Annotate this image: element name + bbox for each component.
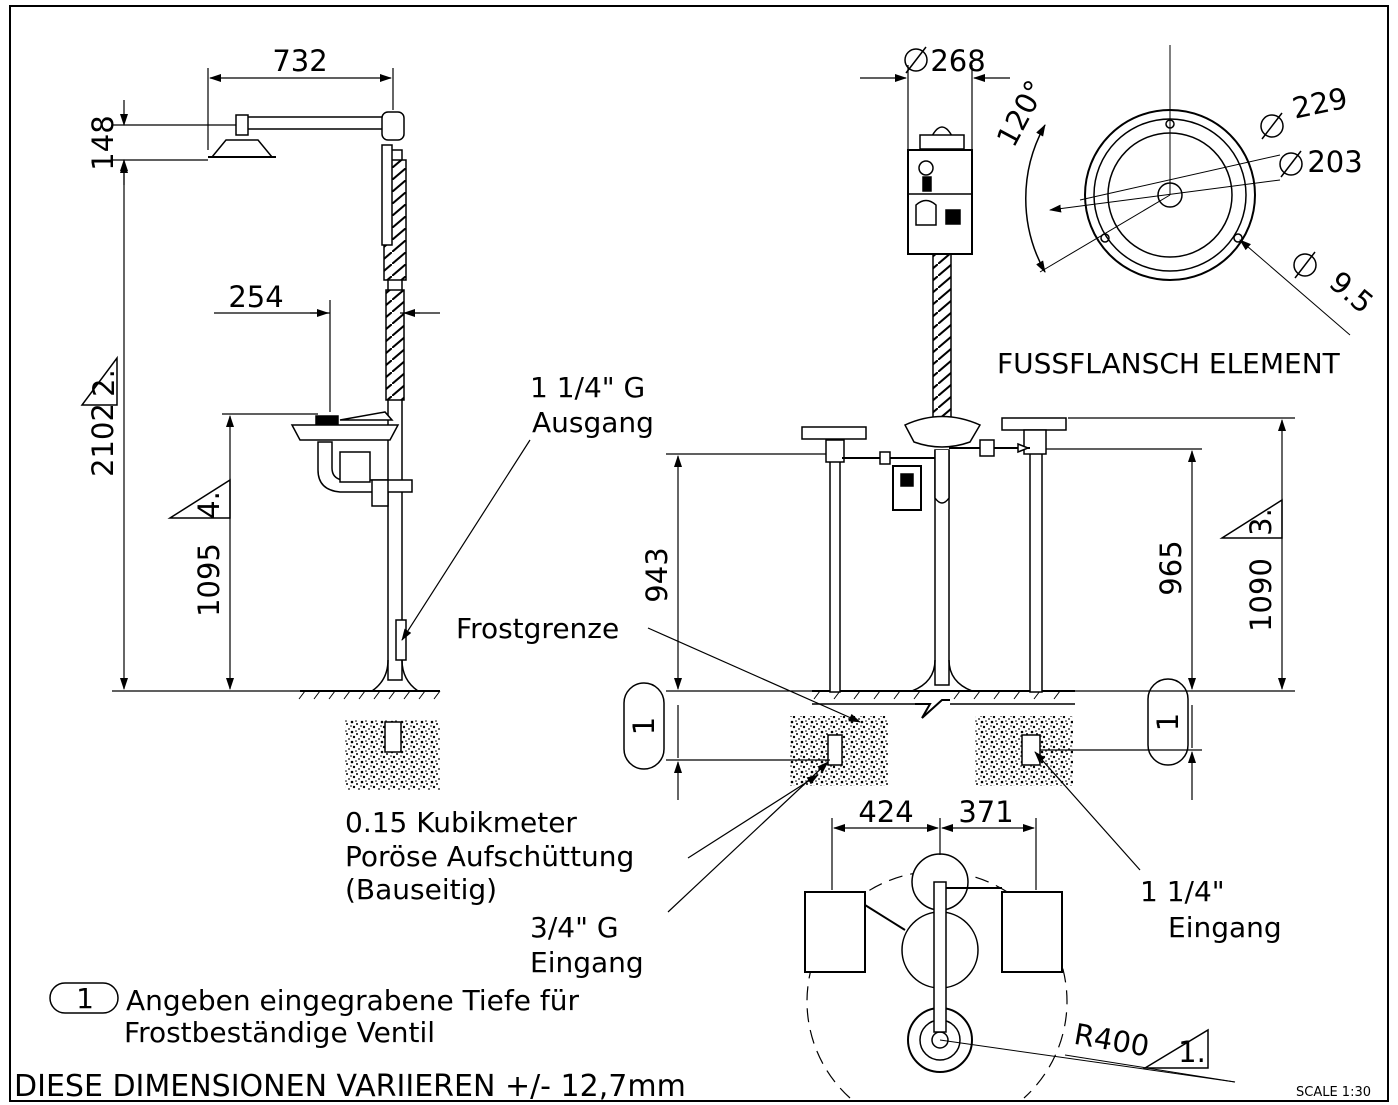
triangle-marker-4	[167, 478, 231, 519]
dim-1095: 1095	[192, 543, 226, 617]
inlet-114-label: Eingang	[1168, 911, 1282, 944]
plan-view	[804, 853, 1236, 1099]
diameter-icon	[1293, 253, 1317, 277]
depth-left-text: 1	[627, 717, 661, 735]
spec-markers	[49, 355, 1283, 1069]
note-oval	[49, 982, 119, 1014]
note-line-1: Angeben eingegrabene Tiefe für	[126, 984, 579, 1017]
marker-texts: 2. 4. 3. 1. 1 1 1	[76, 369, 1278, 1069]
triangle-marker-1	[1142, 1028, 1209, 1069]
depth-oval-left	[623, 682, 665, 770]
note-line-2: Frostbeständige Ventil	[124, 1016, 435, 1049]
scale-label: SCALE 1:30	[1296, 1085, 1371, 1100]
diameter-icon-slash	[905, 46, 927, 74]
dim-732: 732	[272, 44, 327, 78]
marker-3-text: 3.	[1244, 508, 1278, 536]
footer-note: DIESE DIMENSIONEN VARIIEREN +/- 12,7mm	[14, 1069, 686, 1104]
outlet-size-label: 1 1/4" G	[530, 371, 645, 404]
gravel-label-2: Poröse Aufschüttung	[345, 840, 634, 873]
triangle-marker-2	[80, 355, 118, 406]
dim-203: 203	[1307, 145, 1362, 179]
diameter-icon	[1260, 114, 1284, 138]
dim-371: 371	[958, 795, 1013, 829]
triangle-marker-3	[1219, 498, 1283, 539]
diameter-icon-slash	[1280, 150, 1302, 178]
outlet-label: Ausgang	[532, 406, 654, 439]
frost-line-label: Frostgrenze	[456, 612, 619, 645]
gravel-label-1: 0.15 Kubikmeter	[345, 806, 577, 839]
dim-965: 965	[1154, 540, 1188, 595]
drawing-frame	[9, 5, 1389, 1102]
inlet-34-label: Eingang	[530, 946, 644, 979]
dim-424: 424	[858, 795, 913, 829]
side-view	[208, 111, 441, 790]
flange-element	[1025, 45, 1351, 336]
diameter-icon-slash	[1294, 251, 1316, 279]
front-view	[790, 126, 1075, 786]
diameter-icon	[904, 48, 928, 72]
dim-148: 148	[86, 115, 120, 170]
dim-1090: 1090	[1244, 558, 1278, 632]
marker-4-text: 4.	[192, 491, 226, 519]
dim-943: 943	[640, 547, 674, 602]
depth-oval-right	[1147, 678, 1189, 766]
gravel-label-3: (Bauseitig)	[345, 873, 497, 906]
diameter-symbols	[904, 46, 1317, 279]
dim-229: 229	[1289, 81, 1350, 126]
dim-2102: 2102	[86, 403, 120, 477]
angle-120: 120°	[990, 74, 1053, 152]
radius-r400: R400	[1072, 1017, 1152, 1064]
label-texts: 1 1/4" G Ausgang FUSSFLANSCH ELEMENT Fro…	[14, 347, 1371, 1104]
dim-9-5: 9.5	[1323, 264, 1380, 320]
inlet-34-size-label: 3/4" G	[530, 911, 619, 944]
diameter-icon	[1279, 152, 1303, 176]
inlet-114-size-label: 1 1/4"	[1140, 875, 1225, 908]
dim-268: 268	[930, 44, 985, 78]
flange-label: FUSSFLANSCH ELEMENT	[997, 347, 1341, 380]
dimension-lines	[112, 65, 1295, 913]
marker-1-text: 1.	[1178, 1035, 1206, 1069]
marker-2-text: 2.	[87, 369, 121, 397]
dim-254: 254	[228, 280, 283, 314]
depth-right-text: 1	[1151, 713, 1185, 731]
note-number: 1	[76, 982, 94, 1015]
diameter-icon-slash	[1261, 112, 1283, 140]
